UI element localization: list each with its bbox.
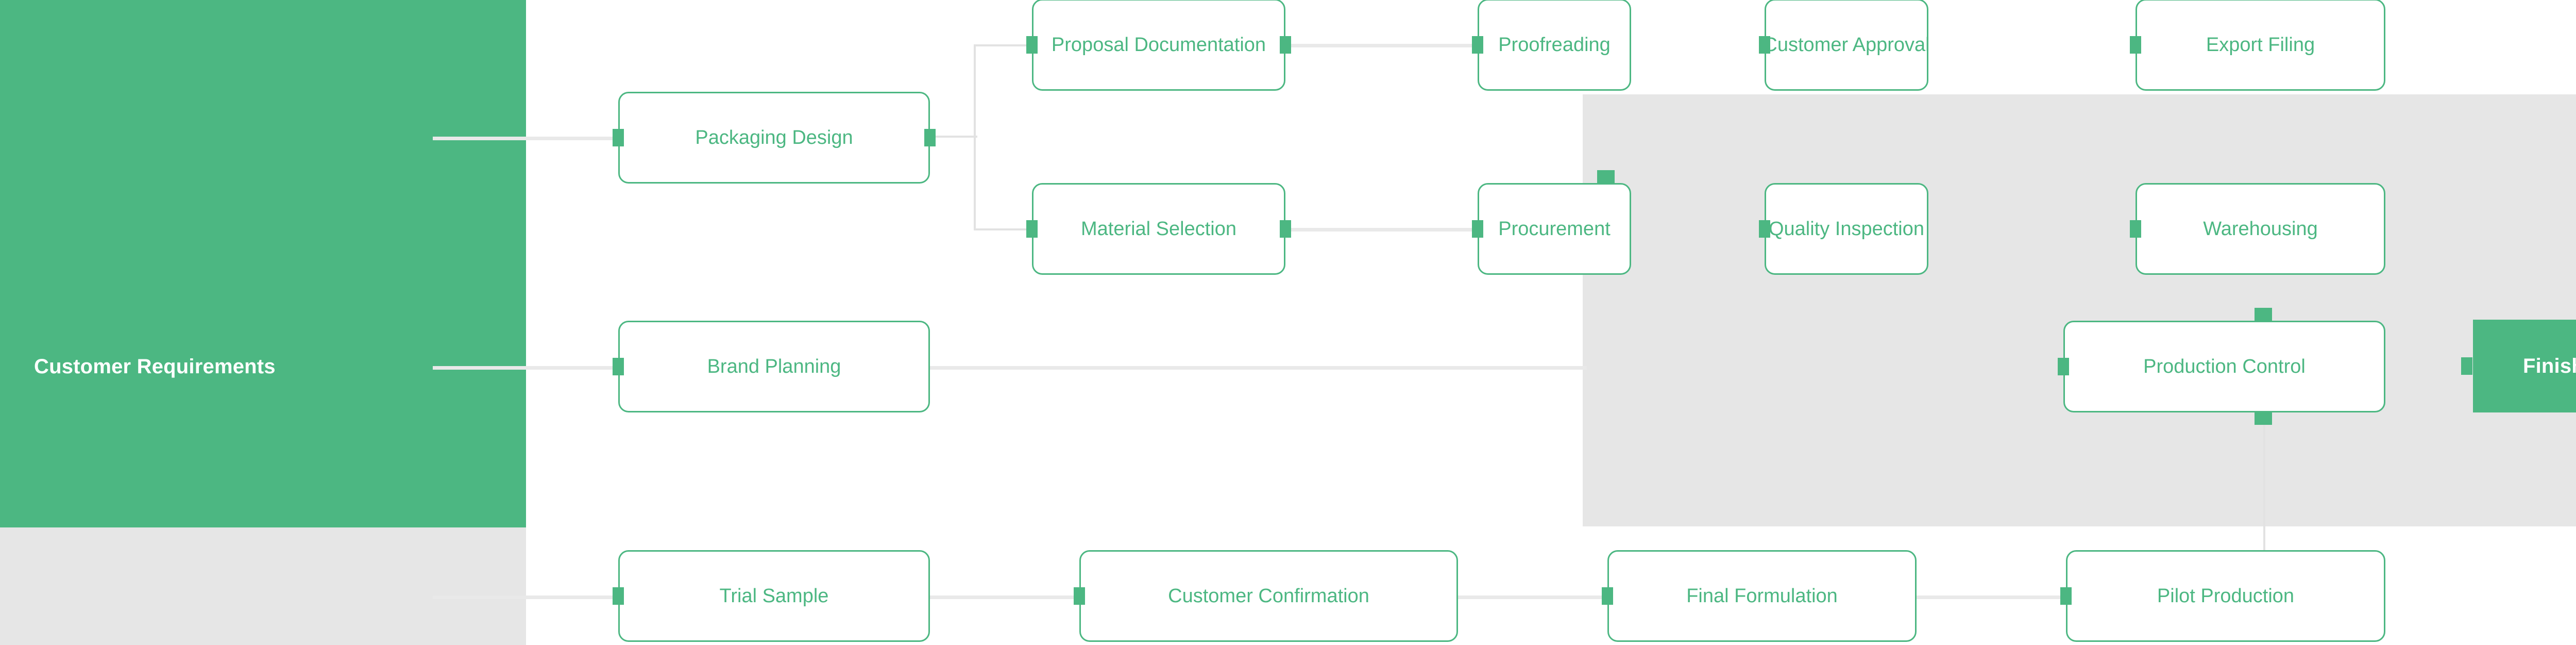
handle-quality-inspection-left[interactable] xyxy=(1759,220,1770,238)
node-production-control-label: Production Control xyxy=(2143,355,2306,377)
connector-brand-planning-run xyxy=(930,366,1587,370)
node-proofreading[interactable]: Proofreading xyxy=(1478,0,1631,91)
terminal-node[interactable]: Finished xyxy=(2473,320,2576,412)
node-export-filing[interactable]: Export Filing xyxy=(2136,0,2385,91)
node-procurement[interactable]: Procurement xyxy=(1478,183,1631,275)
connector-formulation-to-pilot xyxy=(1917,596,2066,599)
root-background-panel xyxy=(0,0,526,527)
handle-material-selection-left[interactable] xyxy=(1026,220,1038,238)
handle-customer-confirmation-left[interactable] xyxy=(1074,587,1085,605)
handle-procurement-top[interactable] xyxy=(1597,170,1615,184)
connector-trial-to-confirmation xyxy=(930,596,1079,599)
handle-warehousing-left[interactable] xyxy=(2130,220,2141,238)
handle-proposal-documentation-left[interactable] xyxy=(1026,36,1038,54)
node-proofreading-label: Proofreading xyxy=(1498,34,1611,56)
node-warehousing[interactable]: Warehousing xyxy=(2136,183,2385,275)
connector-fork-to-material xyxy=(974,228,1033,230)
handle-packaging-design-left[interactable] xyxy=(613,129,624,146)
node-proposal-documentation-label: Proposal Documentation xyxy=(1051,34,1266,56)
handle-production-control-left[interactable] xyxy=(2058,358,2069,375)
node-brand-planning[interactable]: Brand Planning xyxy=(618,321,930,412)
node-customer-confirmation[interactable]: Customer Confirmation xyxy=(1079,550,1458,642)
node-quality-inspection-label: Quality Inspection xyxy=(1768,218,1925,240)
root-node-label: Customer Requirements xyxy=(34,355,276,378)
node-proposal-documentation[interactable]: Proposal Documentation xyxy=(1032,0,1285,91)
handle-customer-approval-left[interactable] xyxy=(1759,36,1770,54)
node-trial-sample-label: Trial Sample xyxy=(719,585,829,607)
node-packaging-design[interactable]: Packaging Design xyxy=(618,92,930,184)
handle-packaging-design-right[interactable] xyxy=(924,129,936,146)
node-material-selection-label: Material Selection xyxy=(1080,218,1237,240)
node-final-formulation[interactable]: Final Formulation xyxy=(1607,550,1917,642)
handle-procurement-left[interactable] xyxy=(1472,220,1483,238)
connector-proposal-to-proofreading xyxy=(1283,44,1479,47)
terminal-node-handle-left[interactable] xyxy=(2461,357,2472,375)
node-customer-confirmation-label: Customer Confirmation xyxy=(1168,585,1369,607)
lower-left-gray-panel xyxy=(0,527,526,645)
node-customer-approval-label: Customer Approval xyxy=(1763,34,1930,56)
connector-packaging-fork-vertical xyxy=(974,44,976,230)
node-material-selection[interactable]: Material Selection xyxy=(1032,183,1285,275)
handle-proposal-documentation-right[interactable] xyxy=(1280,36,1291,54)
handle-production-control-top[interactable] xyxy=(2255,308,2272,321)
connector-root-to-brand-planning xyxy=(433,366,623,370)
node-warehousing-label: Warehousing xyxy=(2203,218,2318,240)
handle-production-control-bottom[interactable] xyxy=(2255,411,2272,425)
connector-material-to-procurement xyxy=(1283,228,1479,231)
node-procurement-label: Procurement xyxy=(1498,218,1611,240)
handle-final-formulation-left[interactable] xyxy=(1602,587,1613,605)
node-production-control[interactable]: Production Control xyxy=(2063,321,2385,412)
connector-confirmation-to-formulation xyxy=(1458,596,1607,599)
handle-material-selection-right[interactable] xyxy=(1280,220,1291,238)
handle-proofreading-left[interactable] xyxy=(1472,36,1483,54)
node-final-formulation-label: Final Formulation xyxy=(1686,585,1838,607)
node-pilot-production[interactable]: Pilot Production xyxy=(2066,550,2385,642)
node-quality-inspection[interactable]: Quality Inspection xyxy=(1765,183,1928,275)
connector-pilot-to-production-control xyxy=(2263,414,2265,573)
root-node[interactable]: Customer Requirements xyxy=(0,336,433,397)
connector-fork-to-proposal xyxy=(974,44,1033,46)
selection-gray-panel xyxy=(1583,94,2576,526)
node-export-filing-label: Export Filing xyxy=(2206,34,2315,56)
connector-root-to-trial-sample xyxy=(433,596,623,599)
terminal-node-label: Finished xyxy=(2522,354,2576,377)
node-customer-approval[interactable]: Customer Approval xyxy=(1763,0,1930,91)
node-brand-planning-label: Brand Planning xyxy=(707,355,841,377)
handle-brand-planning-left[interactable] xyxy=(613,358,624,375)
connector-root-to-packaging xyxy=(433,137,623,140)
handle-trial-sample-left[interactable] xyxy=(613,587,624,605)
node-packaging-design-label: Packaging Design xyxy=(695,126,853,148)
connector-packaging-fork-stem xyxy=(930,136,977,138)
node-trial-sample[interactable]: Trial Sample xyxy=(618,550,930,642)
handle-pilot-production-left[interactable] xyxy=(2060,587,2072,605)
node-pilot-production-label: Pilot Production xyxy=(2157,585,2295,607)
handle-export-filing-left[interactable] xyxy=(2130,36,2141,54)
